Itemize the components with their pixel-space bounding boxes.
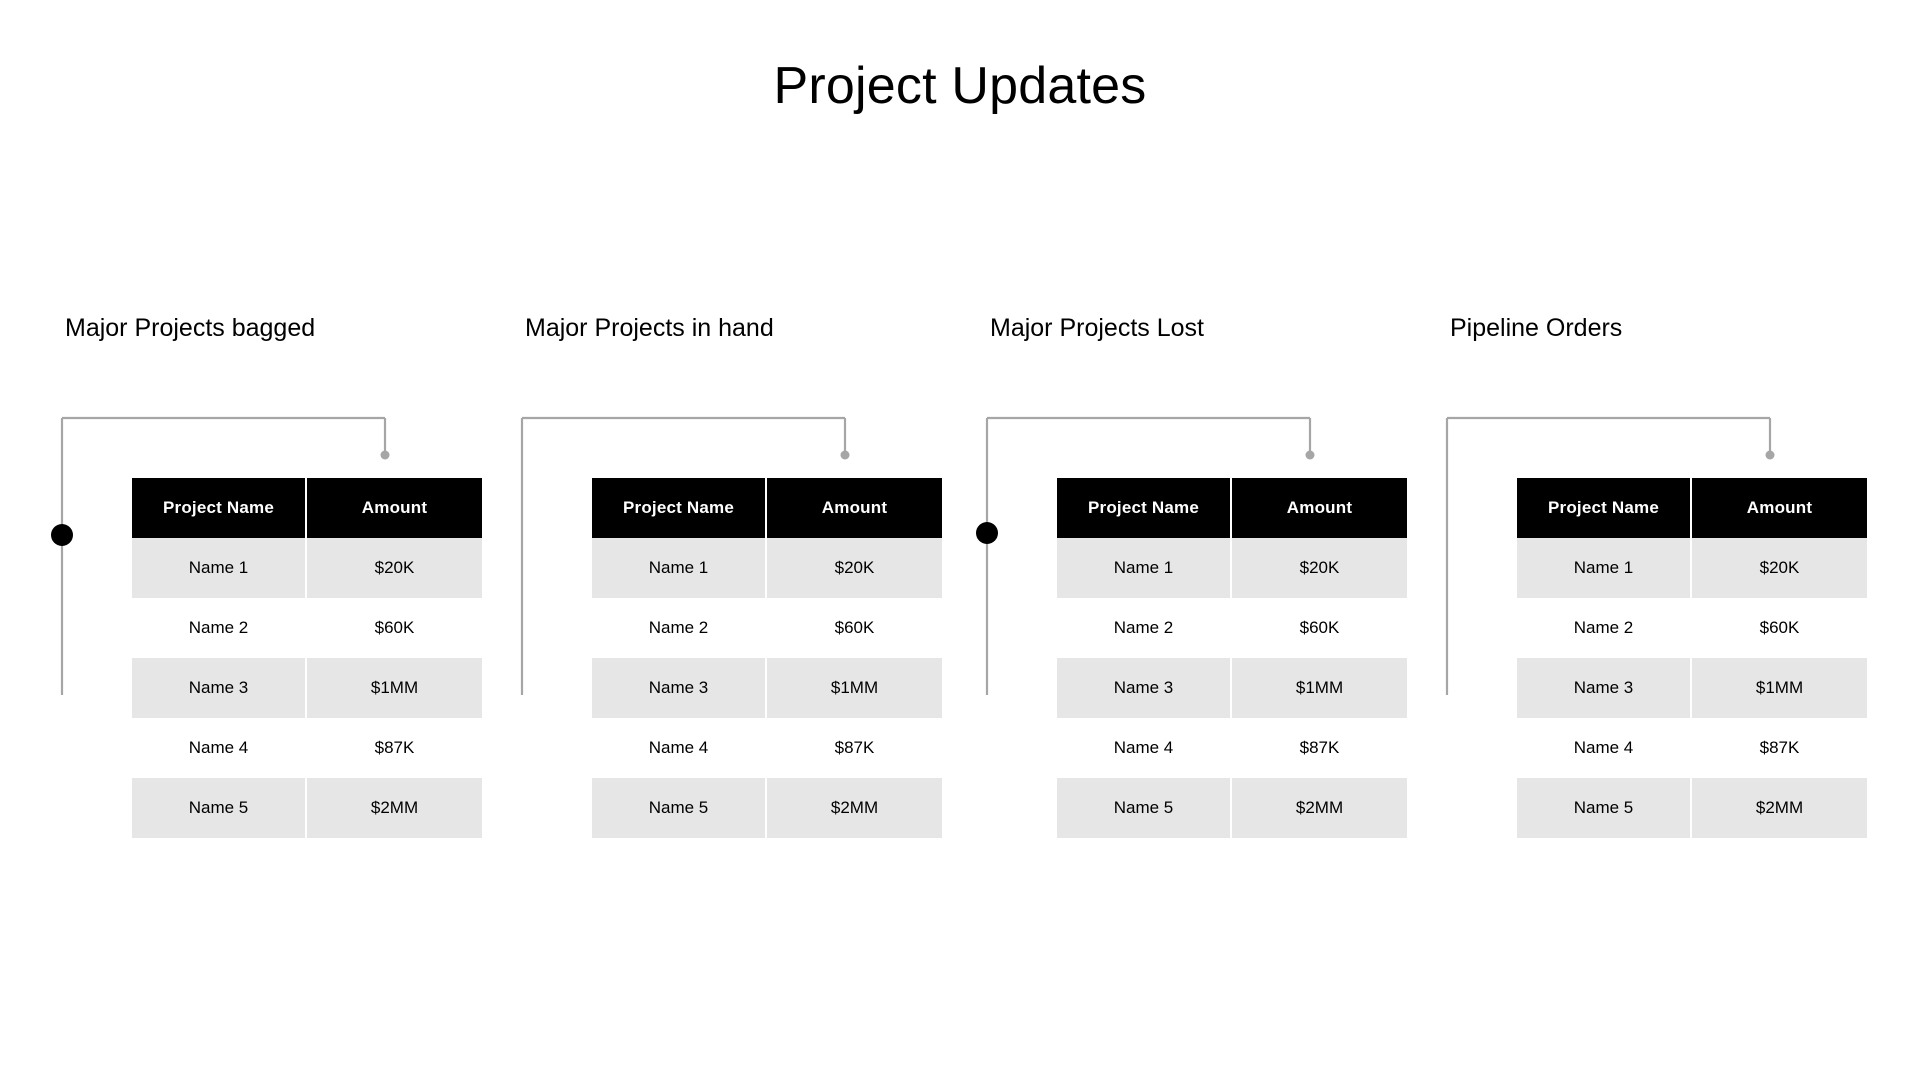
column-header-amount: Amount — [1692, 478, 1867, 538]
cell-project-name: Name 2 — [1057, 598, 1232, 658]
cell-amount: $2MM — [1232, 778, 1407, 838]
table-row: Name 3$1MM — [592, 658, 942, 718]
connector-start-dot — [51, 524, 73, 546]
cell-amount: $1MM — [767, 658, 942, 718]
cell-project-name: Name 1 — [1057, 538, 1232, 598]
cell-project-name: Name 4 — [592, 718, 767, 778]
cell-amount: $20K — [1232, 538, 1407, 598]
table-row: Name 2$60K — [1517, 598, 1867, 658]
cell-amount: $60K — [307, 598, 482, 658]
column-header-project-name: Project Name — [1057, 478, 1232, 538]
group-heading: Major Projects Lost — [990, 314, 1204, 342]
cell-amount: $20K — [767, 538, 942, 598]
column-header-amount: Amount — [767, 478, 942, 538]
cell-project-name: Name 3 — [592, 658, 767, 718]
cell-amount: $2MM — [307, 778, 482, 838]
cell-amount: $60K — [1692, 598, 1867, 658]
cell-amount: $60K — [767, 598, 942, 658]
cell-amount: $87K — [1232, 718, 1407, 778]
cell-project-name: Name 5 — [1057, 778, 1232, 838]
column-header-project-name: Project Name — [132, 478, 307, 538]
table-row: Name 1$20K — [1057, 538, 1407, 598]
table-row: Name 3$1MM — [1517, 658, 1867, 718]
table-row: Name 3$1MM — [132, 658, 482, 718]
group-heading: Pipeline Orders — [1450, 314, 1623, 342]
table-row: Name 4$87K — [132, 718, 482, 778]
cell-project-name: Name 3 — [1517, 658, 1692, 718]
cell-project-name: Name 1 — [1517, 538, 1692, 598]
cell-amount: $87K — [767, 718, 942, 778]
table-row: Name 2$60K — [1057, 598, 1407, 658]
column-header-amount: Amount — [1232, 478, 1407, 538]
cell-amount: $20K — [307, 538, 482, 598]
page-title: Project Updates — [773, 57, 1147, 115]
cell-amount: $2MM — [1692, 778, 1867, 838]
table-row: Name 2$60K — [132, 598, 482, 658]
table-row: Name 4$87K — [1057, 718, 1407, 778]
cell-project-name: Name 5 — [592, 778, 767, 838]
connector-end-dot-top — [1305, 450, 1315, 460]
table-row: Name 4$87K — [592, 718, 942, 778]
cell-project-name: Name 5 — [1517, 778, 1692, 838]
group-heading: Major Projects bagged — [65, 314, 316, 342]
table-row: Name 1$20K — [132, 538, 482, 598]
table-row: Name 1$20K — [592, 538, 942, 598]
cell-project-name: Name 3 — [132, 658, 307, 718]
table-row: Name 2$60K — [592, 598, 942, 658]
group-heading: Major Projects in hand — [525, 314, 774, 342]
column-header-project-name: Project Name — [592, 478, 767, 538]
column-header-project-name: Project Name — [1517, 478, 1692, 538]
cell-amount: $1MM — [1232, 658, 1407, 718]
cell-amount: $20K — [1692, 538, 1867, 598]
cell-project-name: Name 1 — [132, 538, 307, 598]
cell-amount: $1MM — [307, 658, 482, 718]
cell-amount: $60K — [1232, 598, 1407, 658]
table-row: Name 5$2MM — [1057, 778, 1407, 838]
cell-project-name: Name 1 — [592, 538, 767, 598]
column-header-amount: Amount — [307, 478, 482, 538]
cell-amount: $87K — [307, 718, 482, 778]
cell-amount: $1MM — [1692, 658, 1867, 718]
table-row: Name 4$87K — [1517, 718, 1867, 778]
connector-end-dot-top — [840, 450, 850, 460]
table-row: Name 5$2MM — [1517, 778, 1867, 838]
cell-project-name: Name 4 — [1057, 718, 1232, 778]
cell-amount: $87K — [1692, 718, 1867, 778]
cell-project-name: Name 4 — [132, 718, 307, 778]
connector-start-dot — [976, 522, 998, 544]
cell-project-name: Name 5 — [132, 778, 307, 838]
cell-project-name: Name 4 — [1517, 718, 1692, 778]
table-row: Name 1$20K — [1517, 538, 1867, 598]
cell-project-name: Name 2 — [592, 598, 767, 658]
connector-end-dot-top — [380, 450, 390, 460]
cell-amount: $2MM — [767, 778, 942, 838]
cell-project-name: Name 3 — [1057, 658, 1232, 718]
cell-project-name: Name 2 — [132, 598, 307, 658]
table-row: Name 3$1MM — [1057, 658, 1407, 718]
table-row: Name 5$2MM — [592, 778, 942, 838]
connector-end-dot-top — [1765, 450, 1775, 460]
table-row: Name 5$2MM — [132, 778, 482, 838]
cell-project-name: Name 2 — [1517, 598, 1692, 658]
